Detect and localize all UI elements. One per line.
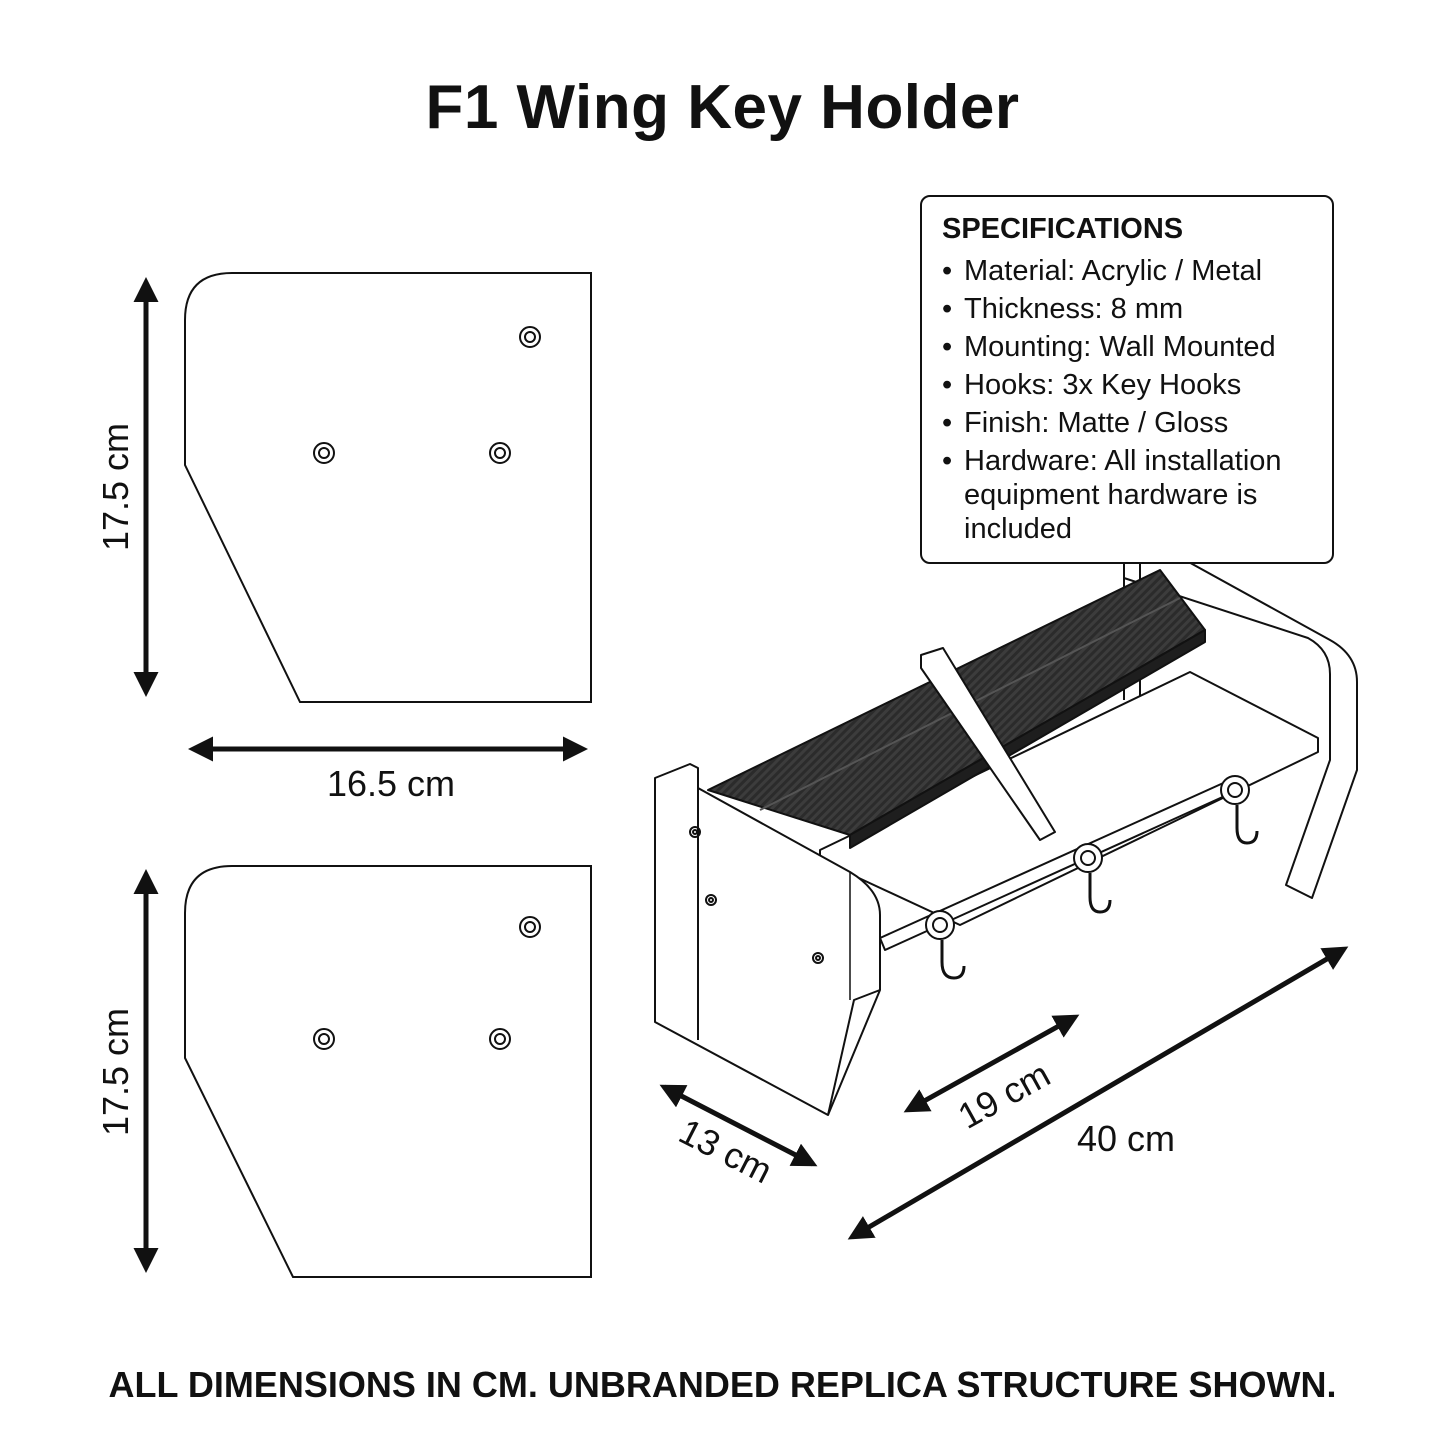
length-arrow: [847, 946, 1349, 1240]
center-support: [920, 647, 1056, 841]
key-hook: [1073, 843, 1112, 914]
mounting-hole: [313, 442, 335, 464]
height-label-top: 17.5 cm: [95, 423, 136, 551]
mounting-hole: [705, 894, 717, 906]
spec-item: •Material: Acrylic / Metal: [942, 255, 1263, 287]
bullet-icon: •: [942, 369, 953, 401]
bullet-icon: •: [942, 293, 953, 325]
mounting-hole: [689, 826, 701, 838]
spec-item: •Finish: Matte / Gloss: [942, 407, 1229, 439]
footer-note: ALL DIMENSIONS IN CM. UNBRANDED REPLICA …: [108, 1364, 1337, 1405]
mounting-hole: [519, 326, 541, 348]
specifications-box: SPECIFICATIONS •Material: Acrylic / Meta…: [920, 195, 1334, 564]
depth-label: 13 cm: [673, 1110, 779, 1191]
width-label: 16.5 cm: [327, 763, 455, 804]
spec-item: •Hardware: All installation equipment ha…: [942, 445, 1282, 545]
bullet-icon: •: [942, 407, 953, 439]
length-label: 40 cm: [1077, 1118, 1175, 1159]
bullet-icon: •: [942, 445, 953, 477]
mounting-hole: [489, 1028, 511, 1050]
right-end-plate: [1123, 543, 1358, 899]
key-hook: [1220, 775, 1259, 845]
spec-item: •Hooks: 3x Key Hooks: [942, 369, 1242, 401]
depth-arrow: [659, 1084, 818, 1167]
bullet-icon: •: [942, 331, 953, 363]
mounting-hole: [812, 952, 824, 964]
mounting-hole: [313, 1028, 335, 1050]
spec-item: •Thickness: 8 mm: [942, 293, 1184, 325]
page-title: F1 Wing Key Holder: [425, 73, 1020, 142]
spec-item: •Mounting: Wall Mounted: [942, 331, 1276, 363]
end-plate-bottom-outline: [184, 865, 592, 1278]
assembly-3d: [654, 543, 1358, 1116]
bullet-icon: •: [942, 255, 953, 287]
mounting-hole: [519, 916, 541, 938]
end-plate-bottom: [184, 865, 592, 1278]
height-label-bottom: 17.5 cm: [95, 1008, 136, 1136]
mounting-hole: [489, 442, 511, 464]
end-plate-top: [184, 272, 592, 703]
end-plate-top-outline: [184, 272, 592, 703]
specifications-heading: SPECIFICATIONS: [942, 213, 1184, 245]
